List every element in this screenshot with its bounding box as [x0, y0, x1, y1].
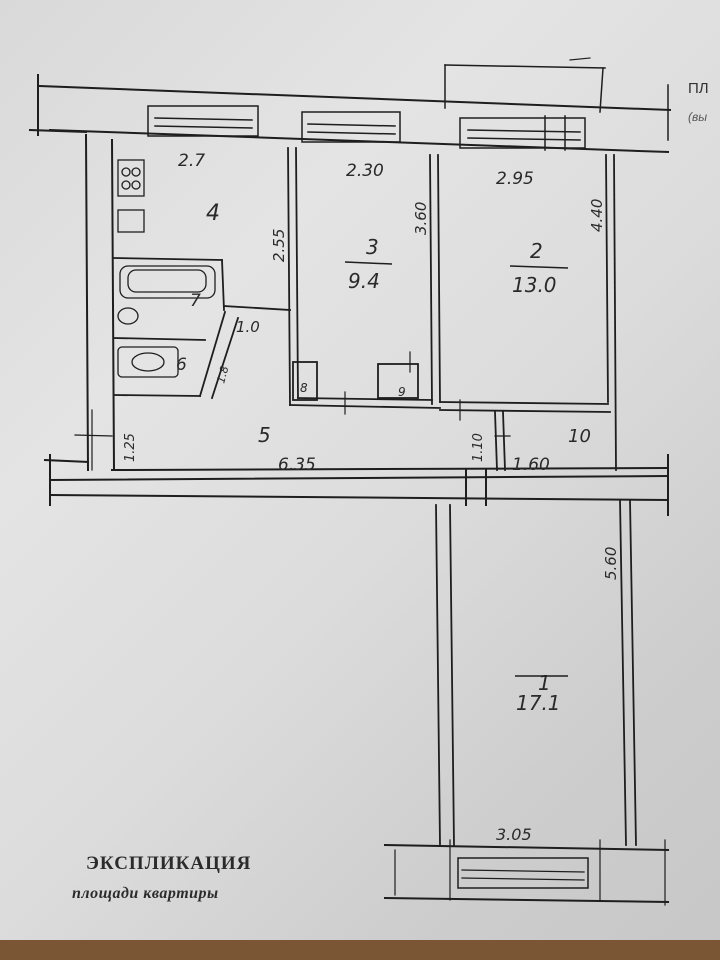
room-3-area: 9.4: [348, 269, 380, 293]
room-3-walls: [289, 154, 441, 415]
room-8-number: 8: [300, 381, 308, 395]
dim-closet-width: 1.60: [512, 455, 550, 475]
dim-wc-depth: 1.8: [214, 365, 231, 385]
room-2-fraction-line: [509, 265, 569, 269]
dim-closet-depth: 1.10: [471, 433, 486, 462]
room-7-number: 7: [190, 291, 201, 311]
room-3-number: 3: [366, 235, 379, 259]
kitchen-walls: [113, 147, 299, 406]
top-outer-wall: [38, 57, 672, 154]
dim-room2-depth: 4.40: [588, 199, 606, 232]
dim-room3-width: 2.30: [346, 161, 384, 181]
room-2-number: 2: [530, 239, 543, 263]
dim-room3-depth: 3.60: [412, 202, 430, 235]
side-header-title: ПЛ: [688, 80, 709, 97]
dim-hall-width: 1.25: [123, 433, 138, 462]
left-outer-wall: [28, 74, 116, 506]
dim-kitchen-width: 2.7: [178, 151, 205, 171]
side-header-subtitle: (вы: [688, 110, 708, 124]
room-5-number: 5: [258, 423, 271, 447]
dim-room1-width: 3.05: [496, 825, 532, 844]
bottom-wall: [383, 839, 670, 906]
room-10-number: 10: [568, 426, 591, 447]
dim-room1-depth: 5.60: [602, 547, 620, 580]
sanitary-fixtures: [117, 159, 216, 378]
room-3-fraction-line: [344, 261, 393, 265]
explication-title: ЭКСПЛИКАЦИЯ: [86, 853, 252, 874]
room-2-walls: [439, 154, 617, 471]
room-2-area: 13.0: [512, 273, 557, 297]
explication-subtitle: площади квартиры: [72, 885, 219, 902]
dim-bath-width: 1.0: [236, 318, 260, 336]
room-6-number: 6: [176, 355, 187, 375]
dim-hall-length: 6.35: [278, 455, 316, 475]
middle-cross-wall: [48, 454, 670, 516]
room-1-walls: [435, 499, 637, 846]
table-edge: [0, 940, 720, 960]
closet-10-walls: [459, 399, 511, 471]
room-1-area: 17.1: [516, 691, 561, 715]
room-4-number: 4: [206, 201, 220, 226]
top-windows: [147, 105, 586, 151]
dim-kitchen-depth: 2.55: [270, 229, 288, 262]
room-9-number: 9: [398, 385, 406, 399]
room-1-number: 1: [538, 671, 551, 695]
dim-room2-width: 2.95: [496, 169, 534, 189]
